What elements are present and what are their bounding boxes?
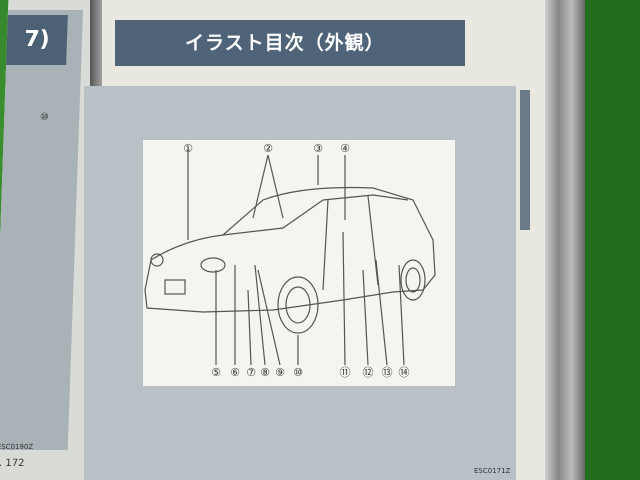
page-title: イラスト目次（外観） (115, 20, 465, 66)
callout-5: ⑤ (211, 366, 221, 379)
callout-2: ② (263, 142, 273, 155)
callout-3: ③ (313, 142, 323, 155)
left-illustration-panel (0, 10, 84, 450)
page-edges (545, 0, 585, 480)
left-callout: ⑩ (40, 112, 49, 123)
callout-1: ① (183, 142, 193, 155)
callout-11: ⑪ (340, 366, 351, 379)
page-tab (520, 90, 530, 230)
car-illustration: ① ② ③ ④ ⑤ ⑥ ⑦ ⑧ ⑨ ⑩ ⑪ ⑫ ⑬ ⑭ (143, 140, 455, 386)
callout-8: ⑧ (260, 366, 270, 379)
callout-6: ⑥ (230, 366, 240, 379)
callout-7: ⑦ (246, 366, 256, 379)
callout-4: ④ (340, 142, 350, 155)
left-image-code: ESC0190Z (0, 443, 34, 451)
callout-12: ⑫ (363, 366, 374, 379)
callout-9: ⑨ (275, 366, 285, 379)
image-code: ESC0171Z (474, 467, 511, 475)
callout-13: ⑬ (382, 366, 393, 379)
callout-14: ⑭ (399, 366, 410, 379)
left-title-bar: 7) (6, 15, 68, 65)
left-page-number: … 172 (0, 458, 25, 469)
callout-10: ⑩ (293, 366, 303, 379)
